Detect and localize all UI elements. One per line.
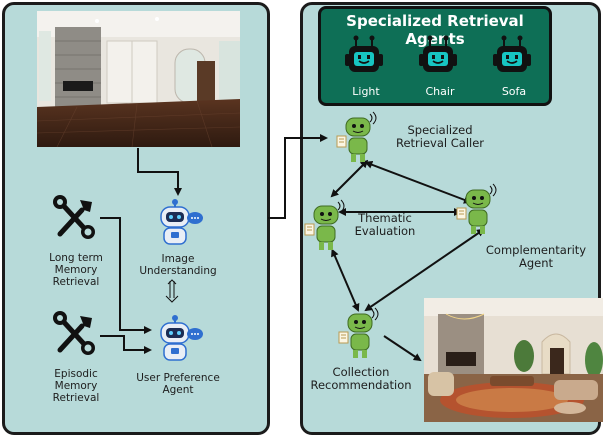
image-understanding-label: Image Understanding <box>139 253 217 278</box>
thematic-evaluation-label: Thematic Evaluation <box>354 211 416 239</box>
furnished-room-photo <box>424 298 603 422</box>
user-preference-robot-icon <box>160 315 203 361</box>
long-term-memory-label: Long term Memory Retrieval <box>49 252 103 289</box>
user-preference-agent-label: User Preference Agent <box>136 372 220 397</box>
complementarity-agent-robot-icon <box>456 183 497 234</box>
specialized-agents-title: Specialized Retrieval Agents <box>346 12 524 48</box>
agent-label-sofa: Sofa <box>501 85 527 98</box>
chair-agent-robot-icon <box>419 35 457 72</box>
thematic-evaluation-robot-icon <box>304 199 345 250</box>
collection-recommendation-robot-icon <box>338 307 379 358</box>
sofa-agent-robot-icon <box>493 35 531 72</box>
specialized-caller-robot-icon <box>336 111 377 162</box>
image-understanding-robot-icon <box>160 199 203 245</box>
specialized-retrieval-caller-label: Specialized Retrieval Caller <box>395 123 485 151</box>
collection-recommendation-label: Collection Recommendation <box>310 365 412 393</box>
empty-room-photo <box>36 11 241 148</box>
light-agent-robot-icon <box>345 35 383 72</box>
episodic-memory-tools-icon <box>53 311 95 355</box>
episodic-memory-label: Episodic Memory Retrieval <box>52 368 100 405</box>
complementarity-agent-label: Complementarity Agent <box>485 243 587 271</box>
agent-label-light: Light <box>352 85 380 98</box>
long-term-memory-tools-icon <box>53 195 95 239</box>
agent-label-chair: Chair <box>425 85 455 98</box>
